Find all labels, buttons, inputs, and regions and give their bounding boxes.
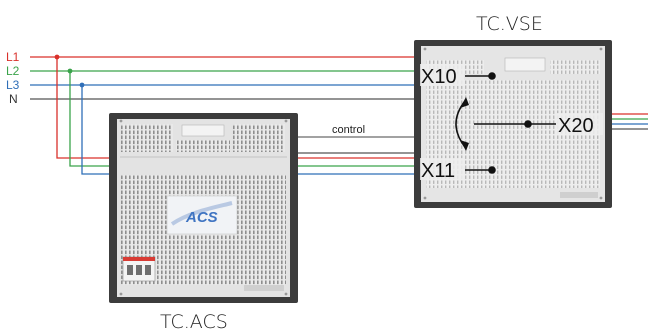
acs-badge-plate (166, 195, 238, 235)
port-x20-label: X20 (558, 115, 594, 137)
junction-l3 (79, 82, 85, 88)
x20-label-bg (557, 113, 603, 135)
acs-top-vent-left (121, 124, 173, 152)
port-x10-node (488, 72, 496, 80)
x10-label-bg (420, 64, 464, 86)
acs-badge-swoosh (170, 201, 233, 226)
drop-l3 (81, 85, 112, 175)
acs-screw (119, 292, 123, 296)
vse-switch-schematic: X10 X11 X20 (420, 64, 603, 182)
vse-screw (599, 47, 603, 51)
label-l2: L2 (6, 64, 20, 78)
acs-top-vent-mid (176, 140, 230, 152)
acs-screw (119, 119, 123, 123)
acs-top-vent-right (233, 124, 285, 152)
vse-nameplate (560, 192, 598, 198)
junction-l2 (67, 68, 73, 74)
control-label: control (332, 124, 365, 136)
port-x20-node (524, 120, 532, 128)
port-x11-label: X11 (421, 160, 455, 182)
acs-badge: ACS (185, 209, 218, 226)
drop-l2 (69, 71, 112, 167)
vse-display (504, 57, 546, 72)
vse-screw (423, 47, 427, 51)
junction-l1 (54, 54, 60, 60)
vse-screw (599, 196, 603, 200)
port-x10-label: X10 (421, 66, 457, 88)
vse-top-vent-right (550, 60, 600, 74)
acs-nameplate (244, 285, 284, 291)
acs-breaker-toggle-3 (145, 265, 151, 275)
vse-title: TC.VSE (476, 13, 543, 35)
port-x11-node (488, 166, 496, 174)
switch-arrowhead-bottom-icon (460, 140, 469, 151)
acs-screw (284, 119, 288, 123)
acs-title: TC.ACS (160, 311, 228, 333)
vse-screw (423, 196, 427, 200)
acs-breaker-toggle-1 (127, 265, 133, 275)
label-l3: L3 (6, 78, 20, 92)
acs-breaker-toggle-2 (136, 265, 142, 275)
x11-label-bg (420, 158, 464, 180)
switch-arrowhead-top-icon (460, 97, 469, 108)
label-l1: L1 (6, 50, 20, 64)
acs-breaker-stripe (123, 257, 155, 261)
acs-screw (284, 292, 288, 296)
drop-l1 (56, 57, 112, 159)
output-lines (612, 113, 648, 130)
label-n: N (9, 92, 18, 106)
supply-lines: L1 L2 L3 N (6, 50, 416, 175)
acs-cabinet: ACS (109, 113, 298, 303)
acs-to-vse-lines: control (296, 124, 416, 175)
acs-display (181, 124, 225, 137)
